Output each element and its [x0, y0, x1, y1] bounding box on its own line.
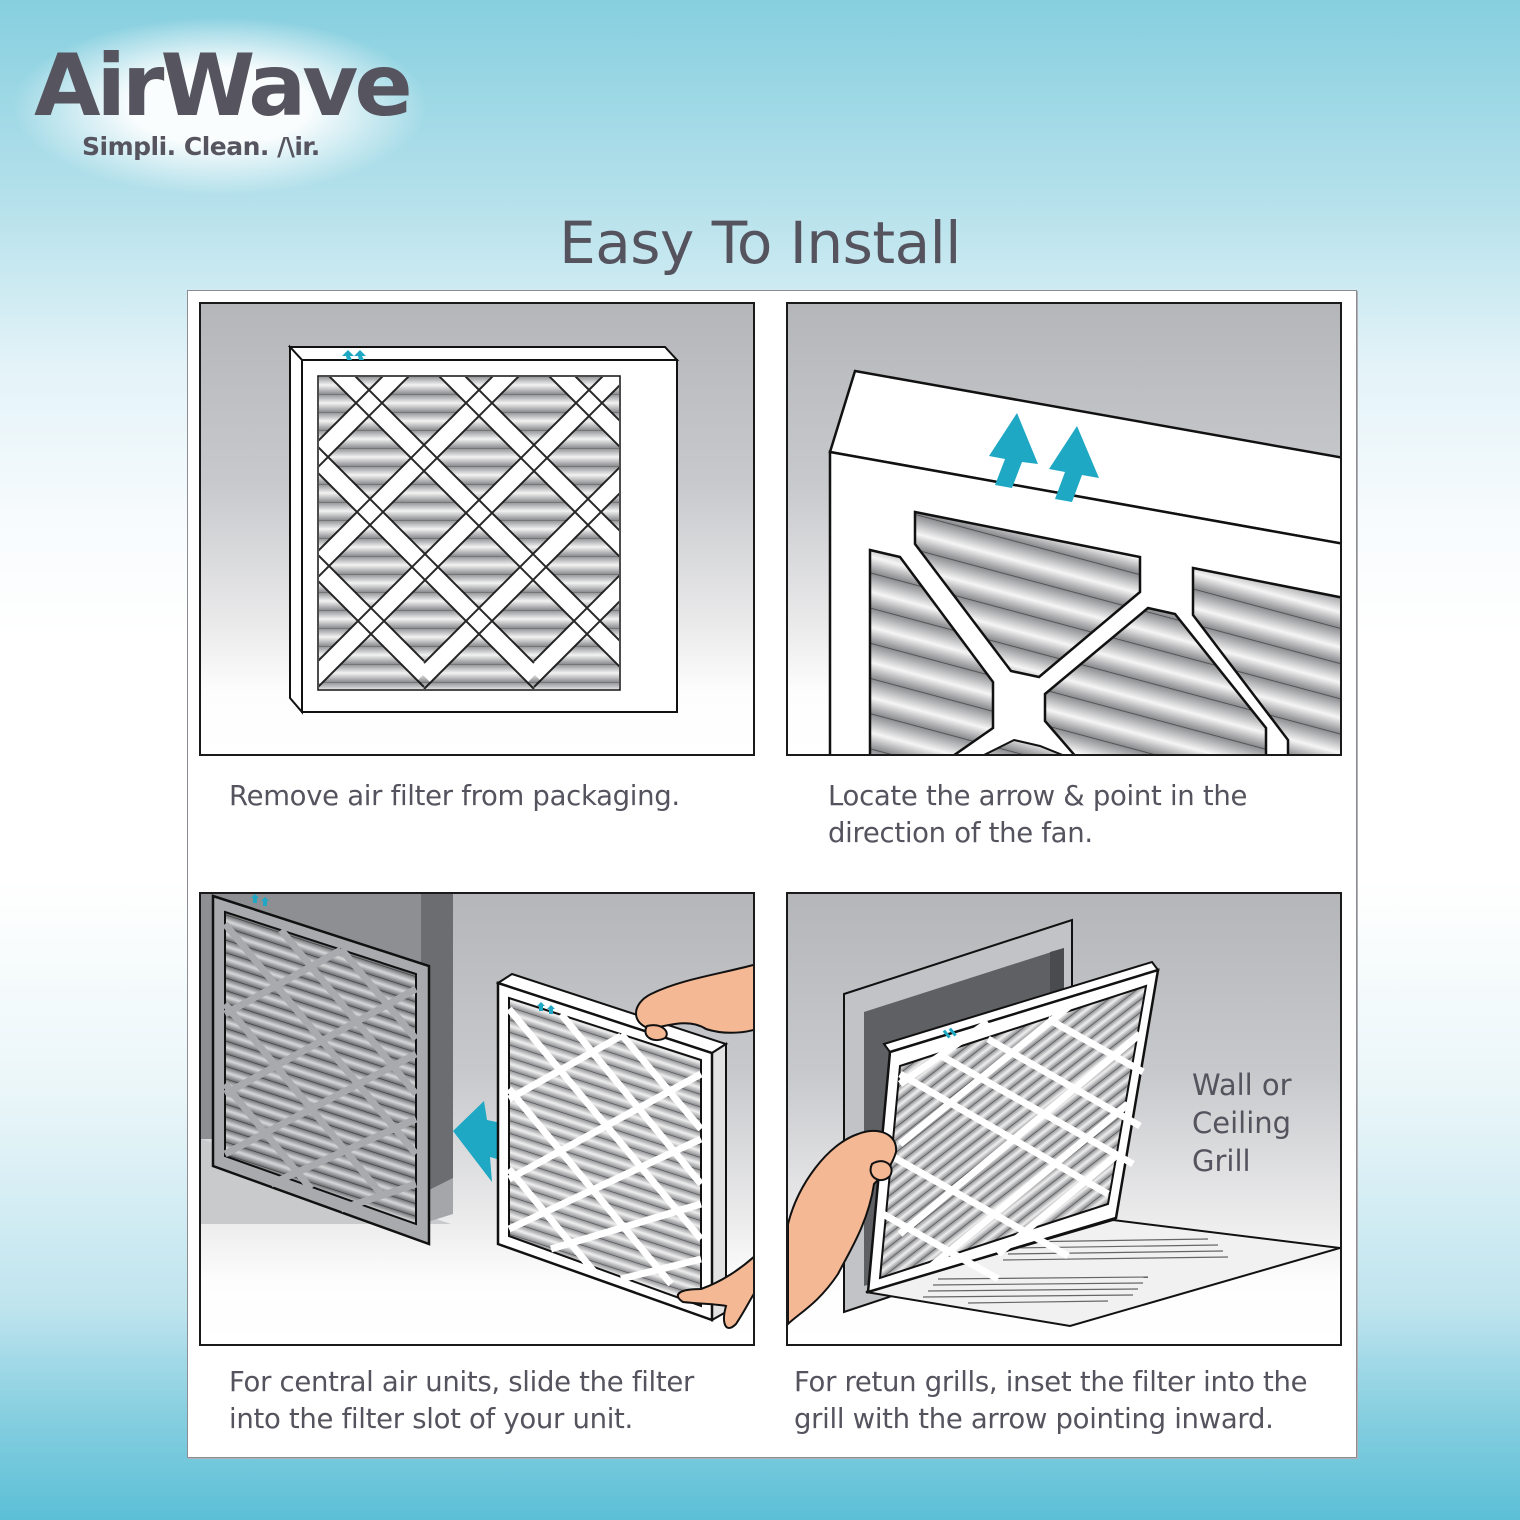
- step-3-caption: For central air units, slide the filter …: [229, 1366, 694, 1435]
- air-filter-icon: [287, 344, 680, 715]
- brand-name: AirWave: [34, 36, 413, 136]
- step-4-caption: For retun grills, inset the filter into …: [794, 1366, 1308, 1435]
- grill-filter-icon: [788, 918, 1340, 1328]
- logo-glow: [10, 16, 430, 196]
- airflow-arrow-icon: [989, 413, 1099, 502]
- step-1-illustration: [199, 302, 755, 756]
- filter-arrow-closeup-icon: [828, 369, 1340, 754]
- slide-filter-icon: [201, 894, 753, 1329]
- page-title: Easy To Install: [559, 208, 961, 277]
- instructions-card: Wall or Ceiling Grill Remove air filter …: [187, 290, 1357, 1458]
- step-3-illustration: [199, 892, 755, 1346]
- hand-icon: [635, 964, 753, 1034]
- grill-label: Wall or Ceiling Grill: [1192, 1068, 1292, 1178]
- step-2-caption: Locate the arrow & point in the directio…: [828, 780, 1248, 849]
- brand-logo: AirWave Simpli. Clean. /\ir.: [10, 16, 430, 196]
- step-2-illustration: [786, 302, 1342, 756]
- brand-tagline: Simpli. Clean. /\ir.: [82, 132, 320, 161]
- step-1-caption: Remove air filter from packaging.: [229, 780, 680, 812]
- step-4-illustration: Wall or Ceiling Grill: [786, 892, 1342, 1346]
- airflow-arrow-icon: [342, 350, 366, 360]
